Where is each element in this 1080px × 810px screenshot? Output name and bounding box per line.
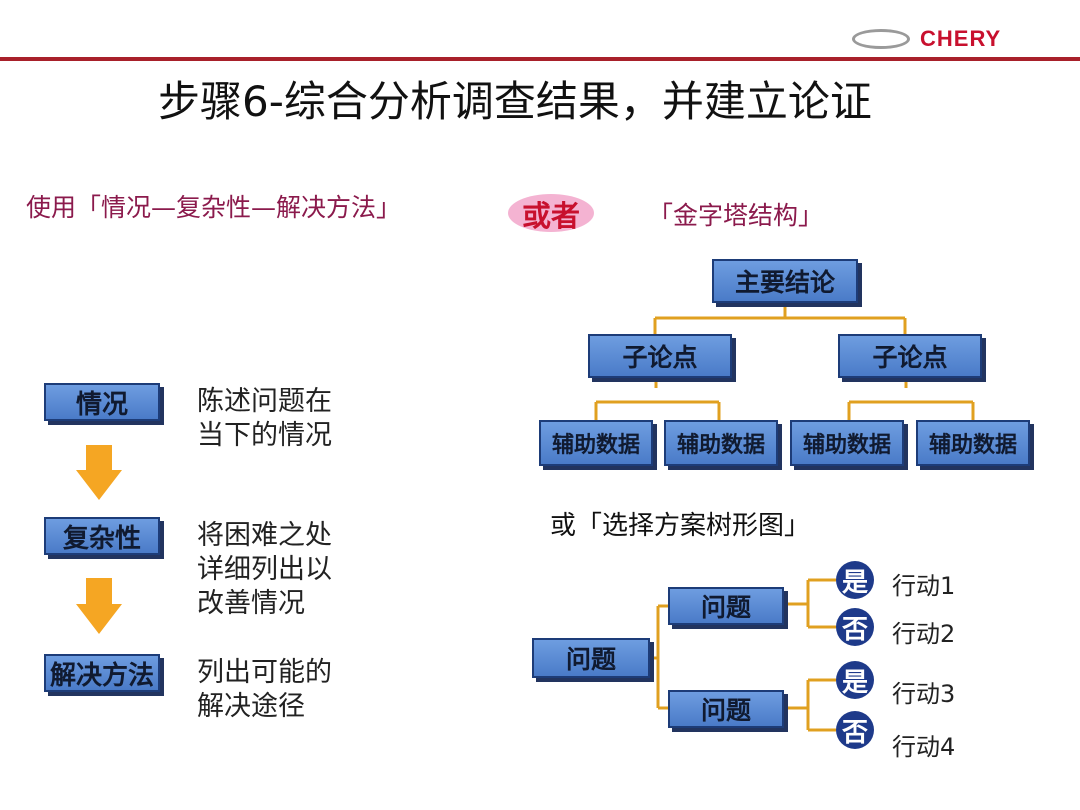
- pyramid-main-conclusion: 主要结论: [712, 259, 858, 303]
- tree-connector-branch1: [784, 578, 836, 629]
- pyramid-label: 「金字塔结构」: [648, 201, 824, 230]
- or-label: 或者: [521, 199, 580, 233]
- flow-desc-situation: 陈述问题在 当下的情况: [197, 385, 332, 453]
- action-label: 行动2: [892, 620, 956, 648]
- desc-line: 改善情况: [197, 588, 305, 619]
- pyramid-support-data: 辅助数据: [539, 420, 653, 466]
- answer-yes-badge: 是: [836, 561, 874, 599]
- page-title: 步骤6-综合分析调查结果，并建立论证: [158, 77, 872, 126]
- action-label: 行动3: [892, 680, 956, 708]
- pyramid-connector-left: [594, 378, 721, 420]
- tree-branch-question: 问题: [668, 690, 784, 728]
- answer-yes-badge: 是: [836, 661, 874, 699]
- brand-name: CHERY: [920, 26, 1002, 51]
- answer-no-badge: 否: [836, 711, 874, 749]
- desc-line: 将困难之处: [197, 520, 332, 551]
- pyramid-support-data: 辅助数据: [916, 420, 1030, 466]
- flow-step-complexity: 复杂性: [44, 517, 160, 555]
- tree-connector-branch2: [784, 678, 836, 732]
- pyramid-sub-point: 子论点: [588, 334, 732, 378]
- desc-line: 详细列出以: [197, 554, 332, 585]
- desc-line: 当下的情况: [197, 420, 332, 451]
- pyramid-support-data: 辅助数据: [664, 420, 778, 466]
- flow-step-situation: 情况: [44, 383, 160, 421]
- chery-logo-icon: [852, 29, 910, 49]
- arrow-down-icon: [76, 445, 122, 500]
- or-badge: [508, 194, 594, 232]
- desc-line: 解决途径: [197, 691, 305, 722]
- method-label: 使用「情况—复杂性—解决方法」: [26, 193, 402, 222]
- desc-line: 陈述问题在: [197, 386, 332, 417]
- flow-desc-complexity: 将困难之处 详细列出以 改善情况: [197, 519, 332, 621]
- pyramid-sub-point: 子论点: [838, 334, 982, 378]
- tree-root-question: 问题: [532, 638, 650, 678]
- tree-branch-question: 问题: [668, 587, 784, 625]
- tree-connector-root: [652, 604, 668, 710]
- answer-no-badge: 否: [836, 608, 874, 646]
- pyramid-support-data: 辅助数据: [790, 420, 904, 466]
- action-label: 行动4: [892, 733, 956, 761]
- decision-tree-label: 或「选择方案树形图」: [550, 511, 811, 541]
- pyramid-connector-right: [847, 378, 975, 420]
- header-divider: [0, 57, 1080, 61]
- flow-step-solution: 解决方法: [44, 654, 160, 692]
- flow-desc-solution: 列出可能的 解决途径: [197, 656, 332, 724]
- action-label: 行动1: [892, 572, 956, 600]
- arrow-down-icon: [76, 578, 122, 634]
- desc-line: 列出可能的: [197, 657, 332, 688]
- pyramid-connector-main: [653, 304, 907, 334]
